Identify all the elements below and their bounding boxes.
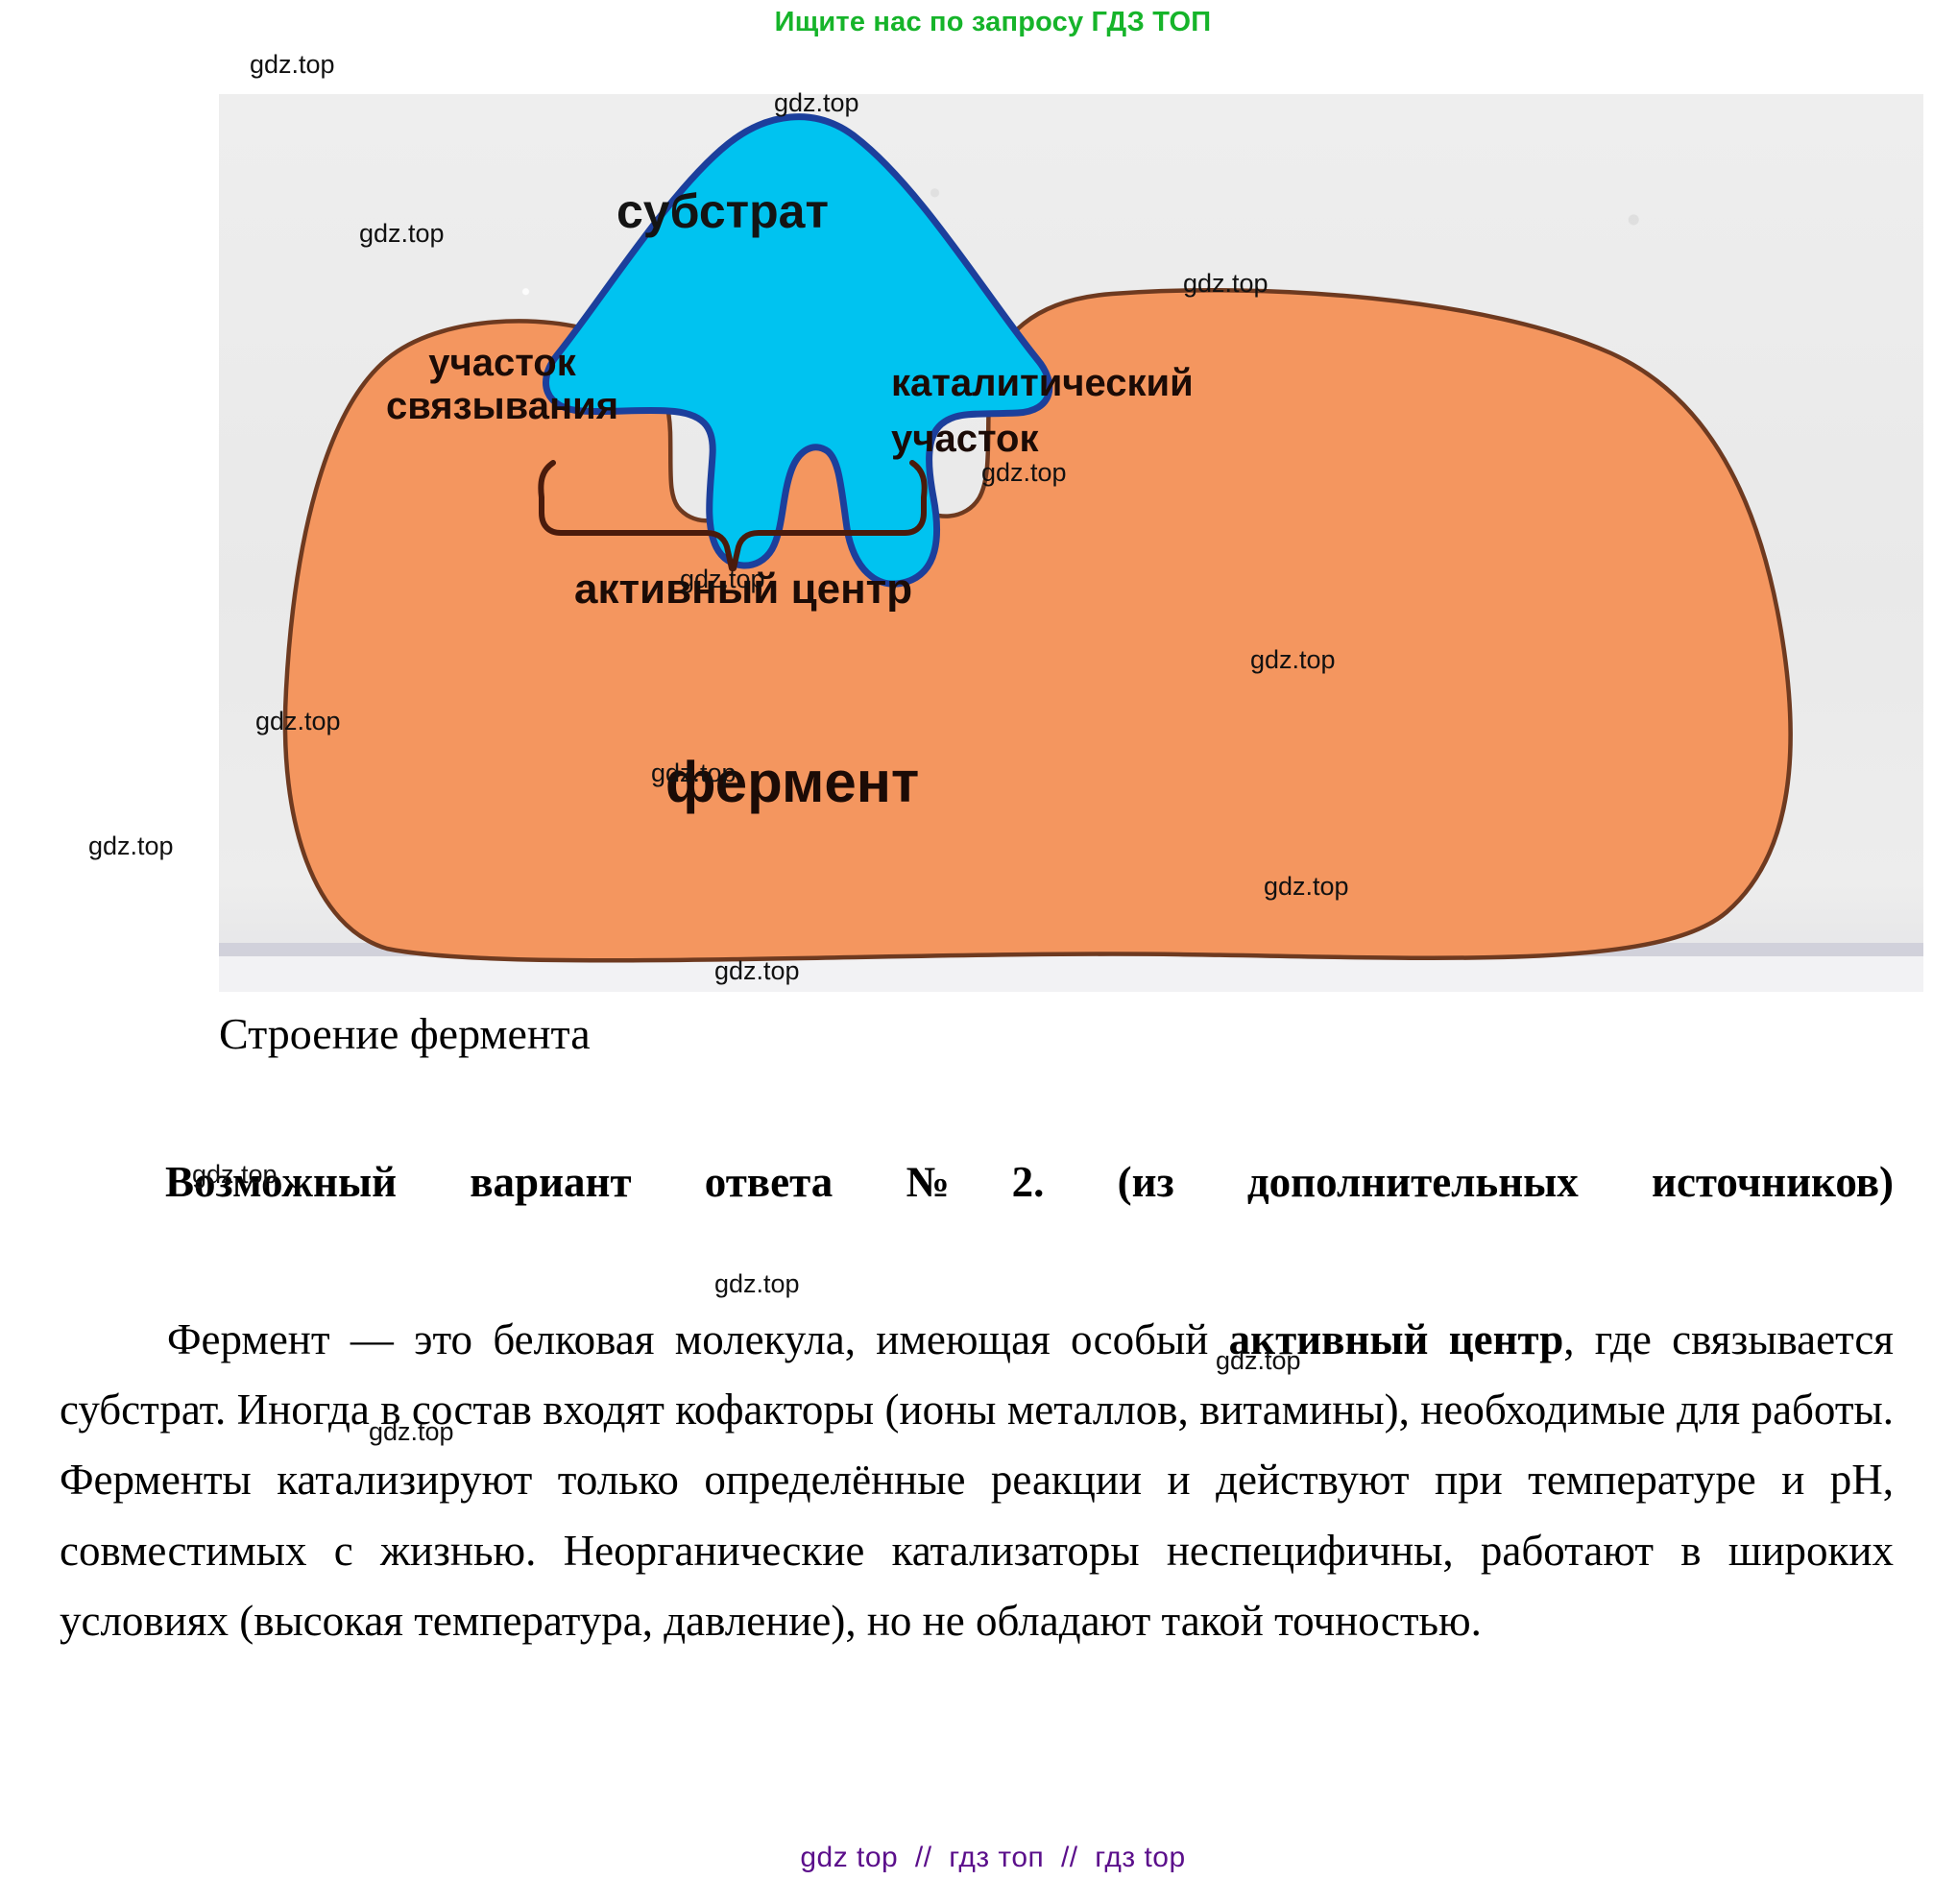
watermark: gdz.top [250,50,335,79]
catalytic-site-label-line2: участок [891,418,1039,460]
active-center-brace [538,460,928,571]
substrate-label: субстрат [616,184,829,238]
answer-paragraph: Фермент — это белковая молекула, имеющая… [60,1314,1894,1646]
catalytic-site-label-line1: каталитический [891,362,1194,404]
binding-site-label: участок связывания [358,342,646,428]
answer-heading: Возможный вариант ответа №2. (из дополни… [165,1158,1894,1206]
enzyme-diagram-figure: субстрат участок связывания каталитическ… [219,94,1923,992]
answer-body: Возможный вариант ответа №2. (из дополни… [60,1147,1894,1657]
binding-site-label-line1: участок [428,342,576,384]
catalytic-site-label: каталитический участок [891,355,1275,467]
figure-background: субстрат участок связывания каталитическ… [219,94,1923,992]
watermark: gdz.top [88,831,174,860]
promo-text: Ищите нас по запросу ГДЗ ТОП [774,6,1212,37]
binding-site-label-line2: связывания [385,384,619,427]
ground-strip [219,956,1923,992]
active-center-label: активный центр [574,566,913,613]
figure-caption: Строение фермента [219,1009,591,1058]
enzyme-label: фермент [665,750,920,814]
substrate-shape [543,113,1053,588]
page-footer: gdz top // гдз топ // гдз top [0,1842,1957,1874]
enzyme-shape [282,288,1793,963]
enzyme-diagram-svg [219,113,1923,992]
promo-banner: Ищите нас по запросу ГДЗ ТОП [0,0,1957,44]
footer-text: gdz top // гдз топ // гдз top [800,1842,1186,1873]
